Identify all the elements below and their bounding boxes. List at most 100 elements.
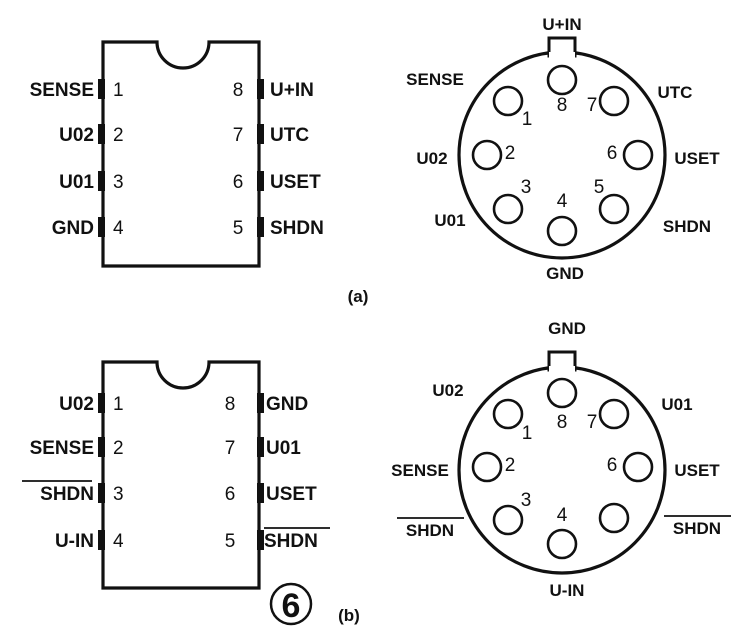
round-b-num-1: 1: [522, 423, 533, 444]
dip-b-left-label-2: SENSE: [30, 438, 94, 459]
round-b-num-4: 4: [557, 505, 568, 526]
round-a-bottom-label: GND: [546, 264, 584, 283]
dip-b-pin-bar: [257, 530, 264, 550]
round-b-num-7: 7: [587, 412, 598, 433]
round-a-label-7: UTC: [658, 83, 693, 102]
dip-b-right-num-7: 7: [225, 438, 236, 459]
round-b-num-8: 8: [557, 412, 568, 433]
round-b-num-2: 2: [505, 455, 516, 476]
dip-b-pin-bar: [257, 483, 264, 503]
dip-a-pin-bar: [257, 124, 264, 144]
round-a-hole-8: [546, 64, 578, 96]
round-a-label-3: U01: [434, 211, 465, 230]
dip-b-left-label-4: U-IN: [55, 531, 94, 552]
dip-b-left-label-3: SHDN: [40, 484, 94, 505]
dip-a-left-label-4: GND: [52, 218, 94, 239]
round-b-label-3: SHDN: [406, 521, 454, 540]
round-a-num-7: 7: [587, 95, 598, 116]
round-b-hole-3: [492, 504, 524, 536]
dip-b-left-num-1: 1: [113, 394, 124, 415]
round-b-label-2: SENSE: [391, 461, 449, 480]
round-a-num-6: 6: [607, 143, 618, 164]
dip-b-right-label-7: U01: [266, 438, 301, 459]
round-b-num-6: 6: [607, 455, 618, 476]
round-a-hole-7: [598, 85, 630, 117]
dip-b-right-label-5: SHDN: [264, 531, 318, 552]
dip-a-left-num-3: 3: [113, 172, 124, 193]
dip-a-left-label-1: SENSE: [30, 80, 94, 101]
dip-a-right-num-6: 6: [233, 172, 244, 193]
round-a-top-label: U+IN: [542, 15, 581, 34]
dip-a-right-num-5: 5: [233, 218, 244, 239]
dip-a-right-label-6: USET: [270, 172, 321, 193]
round-b-hole-7: [598, 398, 630, 430]
round-a-num-1: 1: [522, 109, 533, 130]
dip-b-right-label-8: GND: [266, 394, 308, 415]
dip-b-pin-bar: [98, 483, 105, 503]
round-a-num-3: 3: [521, 177, 532, 198]
figure-number: 6: [282, 587, 301, 625]
dip-a-right-label-8: U+IN: [270, 80, 314, 101]
dip-a-left-num-4: 4: [113, 218, 124, 239]
round-a-hole-3: [492, 193, 524, 225]
dip-a-right-label-7: UTC: [270, 125, 309, 146]
round-a-label-5: SHDN: [663, 217, 711, 236]
round-a-label-1: SENSE: [406, 70, 464, 89]
round-a-num-2: 2: [505, 143, 516, 164]
round-b-label-6: USET: [674, 461, 720, 480]
round-a-num-8: 8: [557, 95, 568, 116]
dip-b-pin-bar: [98, 393, 105, 413]
dip-a-pin-bar: [98, 79, 105, 99]
round-b-hole-2: [471, 451, 503, 483]
dip-a-left-num-1: 1: [113, 80, 124, 101]
dip-a-right-label-5: SHDN: [270, 218, 324, 239]
dip-b-pin-bar: [98, 437, 105, 457]
round-a-hole-1: [492, 85, 524, 117]
dip-a-pin-bar: [98, 171, 105, 191]
dip-a-pin-bar: [98, 217, 105, 237]
dip-b-right-num-8: 8: [225, 394, 236, 415]
round-a-key-mask: [549, 52, 575, 60]
panel-a-round: 8 7 6 5 4 3 2 1 U+IN GND SENSE U02 U01 S…: [406, 15, 720, 283]
round-b-hole-4: [546, 528, 578, 560]
round-a-hole-2: [471, 139, 503, 171]
panel-b-dip: U02 1 SENSE 2 SHDN 3 U-IN 4 8 GND 7 U01 …: [22, 360, 330, 590]
dip-b-pin-bar: [257, 437, 264, 457]
dip-b-body: [101, 360, 261, 590]
round-b-hole-5: [598, 502, 630, 534]
round-b-hole-8: [546, 377, 578, 409]
dip-a-pin-bar: [257, 171, 264, 191]
round-b-top-label: GND: [548, 319, 586, 338]
panel-a-caption: (a): [348, 287, 369, 306]
dip-b-left-label-1: U02: [59, 394, 94, 415]
figure-number-badge: 6: [269, 582, 313, 626]
round-a-hole-6: [622, 139, 654, 171]
round-b-key-mask: [549, 366, 575, 374]
round-b-label-1: U02: [432, 381, 463, 400]
round-a-hole-4: [546, 215, 578, 247]
dip-a-right-num-7: 7: [233, 125, 244, 146]
round-b-bottom-label: U-IN: [550, 581, 585, 600]
figure-number-ring: [269, 582, 313, 626]
round-a-num-5: 5: [594, 177, 605, 198]
round-a-hole-5: [598, 193, 630, 225]
dip-a-left-label-3: U01: [59, 172, 94, 193]
round-b-hole-1: [492, 398, 524, 430]
dip-a-pin-bar: [257, 79, 264, 99]
dip-b-right-label-6: USET: [266, 484, 317, 505]
dip-a-body: [101, 40, 261, 268]
dip-a-pin-bar: [98, 124, 105, 144]
panel-a-dip: SENSE 1 U02 2 U01 3 GND 4 8 U+IN 7 UTC 6…: [30, 40, 324, 268]
dip-b-right-num-6: 6: [225, 484, 236, 505]
dip-a-left-label-2: U02: [59, 125, 94, 146]
panel-b-round: 8 7 6 4 3 2 1 GND U-IN U02 SENSE SHDN SH…: [391, 319, 731, 600]
round-a-label-2: U02: [416, 149, 447, 168]
round-b-label-7: U01: [661, 395, 692, 414]
dip-b-left-num-4: 4: [113, 531, 124, 552]
dip-b-left-num-3: 3: [113, 484, 124, 505]
dip-b-left-num-2: 2: [113, 438, 124, 459]
dip-a-pin-bar: [257, 217, 264, 237]
round-b-hole-6: [622, 451, 654, 483]
